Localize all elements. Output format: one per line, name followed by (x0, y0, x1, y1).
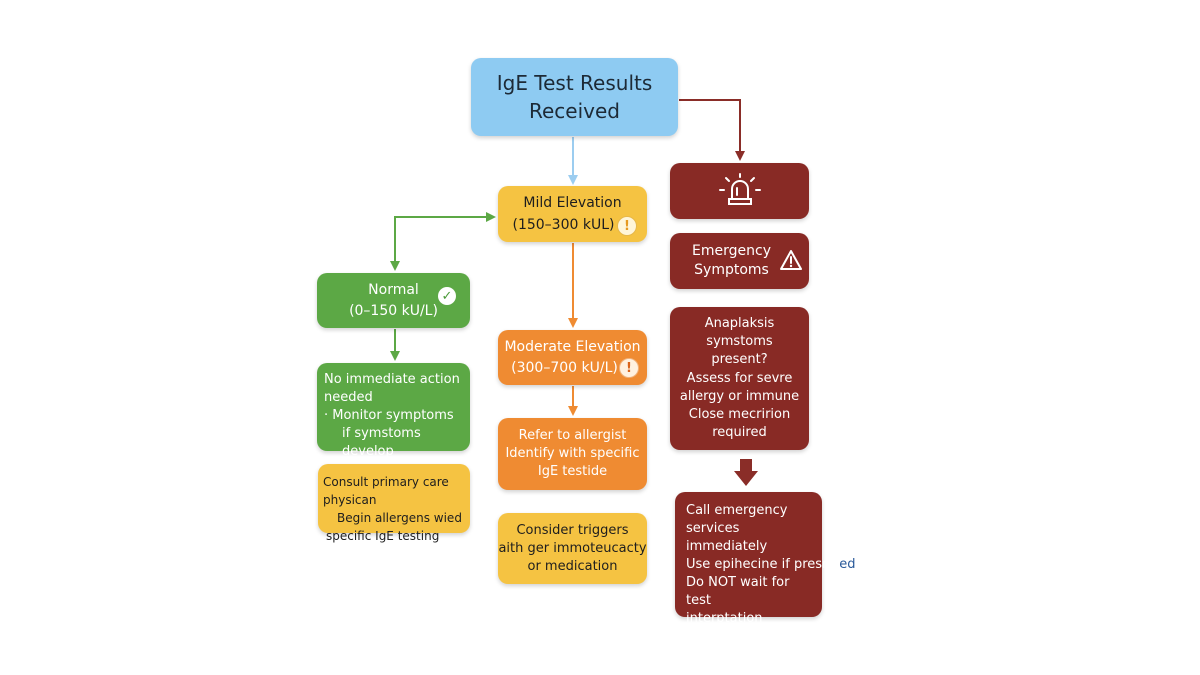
normal-title: Normal (368, 281, 419, 298)
anaphylaxis-line-2: present? (711, 352, 768, 367)
anaphylaxis-line-4: allergy or immune (679, 389, 800, 404)
emergency-symptoms-node: Emergency Symptoms (670, 233, 809, 289)
arrow-root-to-emergency (679, 99, 745, 161)
call-line-4: Do NOT wait for test (686, 575, 790, 608)
consult-physician-node: Consult primary care physican Begin alle… (318, 464, 470, 543)
consider-triggers-node: Consider triggers aith ger immoteucacty … (498, 513, 647, 584)
results-received-node: IgE Test Results Received (471, 58, 678, 136)
call-line-5: interptation (686, 611, 763, 626)
alarm-node (670, 163, 809, 219)
emergency-line-1: Emergency (692, 243, 771, 259)
arrow-anaphylaxis-to-call (734, 459, 758, 486)
anaphylaxis-line-1: Anaplaksis symstoms (704, 316, 775, 349)
call-line-3: Use epihecine if presrined (686, 556, 856, 574)
root-line-1: IgE Test Results (496, 71, 653, 95)
moderate-elevation-node: Moderate Elevation (300–700 kU/L) ! (498, 330, 647, 385)
anaphylaxis-line-3: Assess for sevre (686, 371, 793, 386)
normal-action-line-2: needed (324, 390, 373, 405)
arrow-mild-head (486, 212, 496, 222)
check-circle-icon: ✓ (438, 287, 456, 305)
refer-line-2: Identify with specific (505, 446, 640, 461)
call-line-3-main: Use epihecine if presrin (686, 557, 840, 572)
normal-action-line-1: No immediate action (324, 372, 460, 387)
emergency-line-2: Symptoms (694, 262, 769, 278)
exclamation-circle-icon: ! (617, 216, 637, 236)
mild-range: (150–300 kUL) (512, 217, 615, 233)
refer-line-1: Refer to allergist (518, 428, 627, 443)
alarm-siren-icon (718, 173, 761, 205)
anaphylaxis-line-6: required (712, 425, 767, 440)
mild-title: Mild Elevation (523, 195, 622, 211)
anaphylaxis-line-5: Close mecririon (688, 407, 791, 422)
consult-line-3: specific IgE testing (326, 529, 440, 543)
arrow-mild-to-normal (390, 216, 492, 271)
normal-action-line-3: · Monitor symptoms (324, 408, 454, 423)
moderate-title: Moderate Elevation (504, 338, 641, 355)
refer-line-3: IgE testide (537, 464, 608, 479)
refer-allergist-node: Refer to allergist Identify with specifi… (498, 418, 647, 490)
call-line-1: Call emergency (686, 503, 788, 518)
normal-range: (0–150 kU/L) (349, 302, 438, 319)
normal-action-node: No immediate action needed · Monitor sym… (317, 363, 470, 459)
mild-elevation-node: Mild Elevation (150–300 kUL) ! (498, 186, 647, 242)
consult-line-2: Begin allergens wied (337, 511, 462, 525)
consider-line-3: or medication (527, 558, 618, 574)
consider-line-1: Consider triggers (516, 522, 629, 538)
consult-line-1: Consult primary care physican (323, 475, 449, 507)
call-line-2: services immediately (686, 521, 768, 554)
normal-node: Normal (0–150 kU/L) ✓ (317, 273, 470, 328)
call-line-3-overflow: ed (839, 557, 856, 572)
consider-line-2: aith ger immoteucacty (498, 540, 647, 556)
warning-triangle-icon (780, 250, 802, 270)
root-line-2: Received (529, 99, 620, 123)
exclamation-circle-icon: ! (619, 358, 639, 378)
moderate-range: (300–700 kU/L) (511, 359, 618, 376)
anaphylaxis-node: Anaplaksis symstoms present? Assess for … (670, 307, 809, 450)
call-emergency-node: Call emergency services immediately Use … (675, 492, 856, 626)
normal-action-line-4: if symstoms develop (342, 426, 421, 459)
